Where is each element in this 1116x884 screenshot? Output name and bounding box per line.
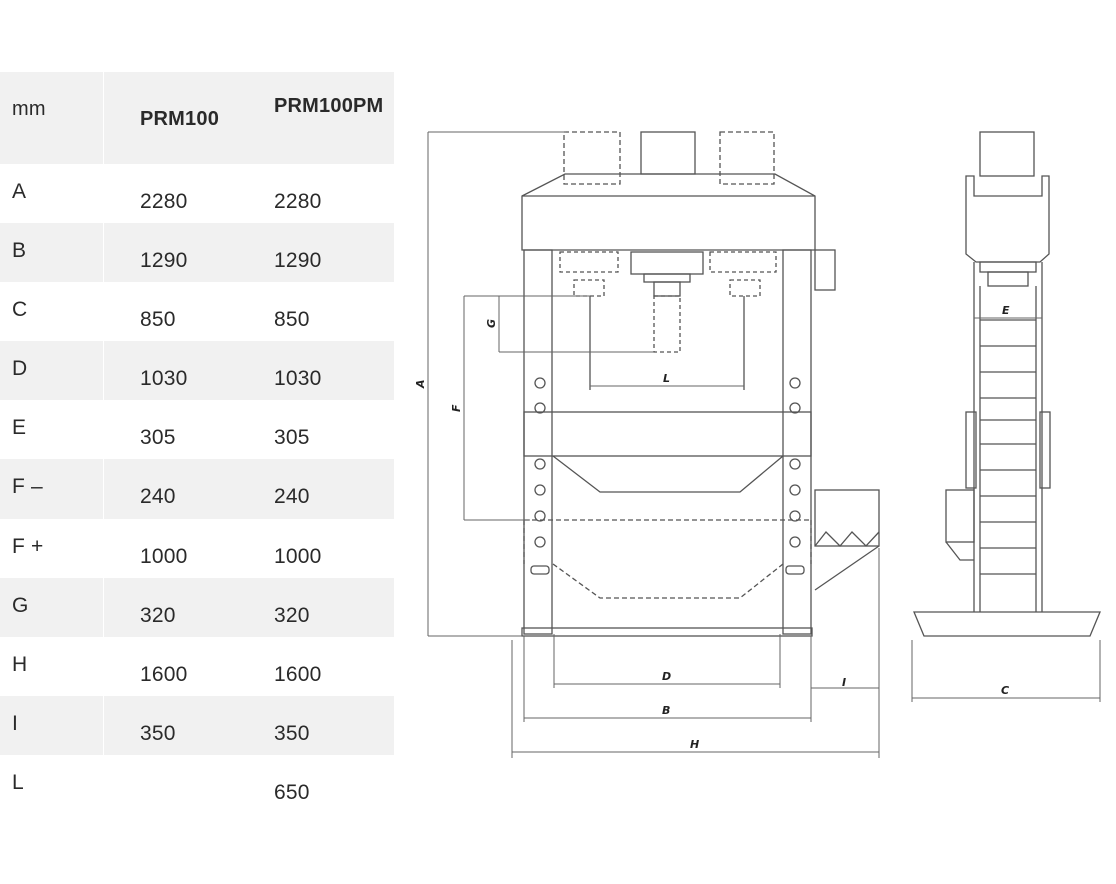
column-holes — [530, 377, 805, 575]
dimension-label-cell: E — [12, 416, 27, 440]
side-rungs — [980, 319, 1036, 575]
prm100-value-cell: 240 — [140, 485, 176, 509]
dimension-label-cell: L — [12, 770, 24, 794]
dim-label-i: I — [842, 676, 846, 689]
press-base — [521, 627, 813, 637]
prm100pm-value-cell: 1030 — [274, 367, 322, 391]
dimension-label-cell: I — [12, 711, 19, 735]
prm100pm-value-cell: 240 — [274, 485, 310, 509]
press-bed — [523, 411, 812, 457]
dim-label-e: E — [1002, 304, 1010, 317]
prm100pm-value-cell: 650 — [274, 780, 310, 804]
bed-support — [552, 455, 784, 493]
table-row: A 2280 2280 — [0, 164, 394, 223]
press-drawing-svg: A F G L D B H I E C — [414, 131, 1101, 758]
side-base — [913, 611, 1101, 637]
dimension-label-cell: G — [12, 593, 29, 617]
prm100pm-value-cell: 850 — [274, 308, 310, 332]
prm100pm-value-cell: 1290 — [274, 249, 322, 273]
table-row: B 1290 1290 — [0, 223, 394, 283]
prm100pm-value-cell: 2280 — [274, 190, 322, 213]
optional-cylinder-right — [719, 131, 775, 185]
optional-cylinder-left — [563, 131, 621, 185]
table-row: E 305 305 — [0, 400, 394, 459]
prm100pm-value-cell: 350 — [274, 721, 310, 745]
prm100pm-value-cell: 320 — [274, 603, 310, 627]
prm100-value-cell: 305 — [140, 426, 176, 450]
dim-label-g: G — [485, 319, 498, 328]
side-cylinder — [979, 131, 1035, 177]
dimension-label-cell: F – — [12, 475, 43, 499]
table-row: H 1600 1600 — [0, 637, 394, 696]
dim-label-c: C — [1001, 684, 1009, 697]
dimension-label-cell: A — [12, 180, 27, 203]
pump-unit — [814, 489, 880, 547]
main-cylinder — [640, 131, 696, 175]
left-column — [523, 249, 553, 635]
dimension-label-cell: H — [12, 652, 28, 676]
model-header-prm100: PRM100 — [140, 108, 220, 130]
prm100-value-cell: 320 — [140, 603, 176, 627]
table-row: G 320 320 — [0, 577, 394, 637]
dimension-label-cell: B — [12, 239, 27, 263]
dim-label-l: L — [663, 372, 670, 385]
table-row: F + 1000 1000 — [0, 519, 394, 578]
dim-label-f: F — [450, 404, 463, 412]
right-column — [782, 249, 812, 635]
unit-header: mm — [12, 98, 46, 120]
prm100-value-cell: 1000 — [140, 544, 188, 568]
table-row: C 850 850 — [0, 282, 394, 341]
prm100pm-value-cell: 305 — [274, 426, 310, 450]
prm100-value-cell: 1290 — [140, 249, 188, 273]
table-row: L 650 — [0, 755, 394, 814]
side-head — [965, 175, 1050, 263]
prm100pm-value-cell: 1600 — [274, 662, 322, 686]
table-row: I 350 350 — [0, 695, 394, 755]
table-row: F – 240 240 — [0, 459, 394, 519]
prm100-value-cell: 1030 — [140, 367, 188, 391]
table-row: D 1030 1030 — [0, 341, 394, 401]
prm100-value-cell: 850 — [140, 308, 176, 332]
prm100-value-cell: 1600 — [140, 662, 188, 686]
dimension-label-cell: C — [12, 298, 28, 322]
table-header-row: mm PRM100 PRM100PM — [0, 72, 394, 164]
prm100-value-cell: 2280 — [140, 190, 188, 213]
model-header-prm100pm: PRM100PM — [274, 95, 384, 117]
dim-label-a: A — [414, 379, 427, 389]
dim-label-h: H — [690, 738, 699, 751]
press-technical-drawing: A F G L D B H I E C — [400, 110, 1116, 770]
dimension-label-cell: D — [12, 357, 28, 381]
prm100-value-cell: 350 — [140, 721, 176, 745]
dim-label-d: D — [662, 670, 671, 683]
prm100pm-value-cell: 1000 — [274, 544, 322, 568]
dimension-label-cell: F + — [12, 534, 44, 558]
press-head — [521, 173, 816, 251]
dim-label-b: B — [662, 704, 670, 717]
